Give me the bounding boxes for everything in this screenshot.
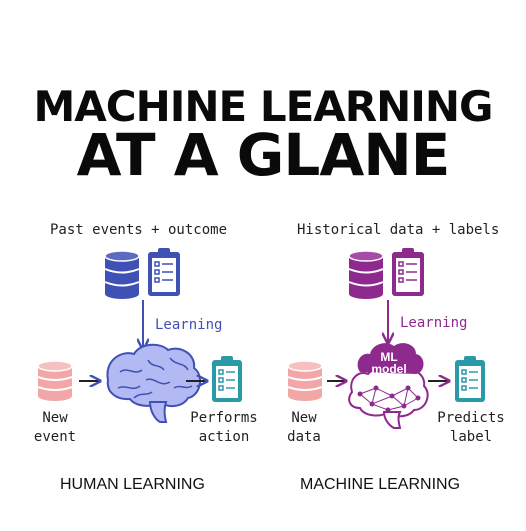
neural-network-brain-icon: ML model — [348, 343, 429, 429]
machine-output-label: Predicts label — [436, 409, 506, 447]
database-icon — [348, 250, 384, 299]
title-line-2: AT A GLANE — [76, 121, 451, 189]
ml-model-label-line-2: model — [371, 362, 406, 376]
clipboard-icon — [212, 356, 242, 402]
machine-output-line-2: label — [449, 429, 493, 445]
human-learning-caption: HUMAN LEARNING — [60, 476, 205, 493]
brain-icon — [106, 343, 202, 423]
machine-new-line-2: data — [287, 429, 321, 445]
database-icon — [287, 360, 323, 401]
machine-new-line-1: New — [291, 410, 317, 426]
database-icon — [37, 360, 73, 401]
checklist-icon — [148, 248, 180, 296]
human-new-line-1: New — [42, 410, 68, 426]
machine-learning-label: Learning — [400, 315, 468, 331]
ml-model-label-line-1: ML — [380, 350, 397, 364]
human-new-line-2: event — [33, 429, 77, 445]
machine-input-label: Historical data + labels — [297, 222, 500, 238]
human-learning-label: Learning — [155, 317, 223, 333]
database-icon — [104, 250, 140, 299]
human-output-label: Performs action — [188, 409, 260, 447]
clipboard-icon — [455, 356, 485, 402]
human-output-line-1: Performs — [190, 410, 258, 426]
human-output-line-2: action — [198, 429, 250, 445]
human-new-event-label: New event — [30, 409, 80, 447]
human-input-label: Past events + outcome — [50, 222, 228, 238]
machine-learning-caption: MACHINE LEARNING — [300, 476, 461, 493]
machine-output-line-1: Predicts — [437, 410, 505, 426]
machine-new-data-label: New data — [282, 409, 326, 447]
title-line-1: MACHINE LEARNING — [33, 82, 493, 131]
checklist-icon — [392, 248, 424, 296]
